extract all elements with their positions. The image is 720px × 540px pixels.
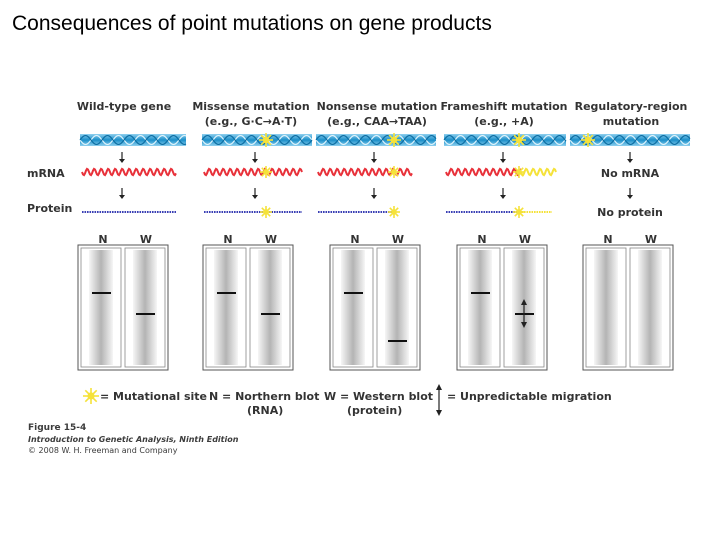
legend-northern-line2: (RNA) [247, 404, 283, 417]
col-header-frameshift: Frameshift mutation [441, 100, 568, 113]
row-label-protein: Protein [27, 202, 72, 215]
lane-label-w-missense: W [265, 233, 277, 246]
blot-panel-regulatory [582, 244, 674, 371]
col-header-regulatory: Regulatory-region [575, 100, 688, 113]
mutation-star-dna-nonsense [387, 133, 401, 147]
caption-copyright: © 2008 W. H. Freeman and Company [28, 446, 178, 455]
dna-segment-nonsense [315, 134, 437, 146]
northern-lane-regulatory [594, 250, 618, 365]
unpredictable-migration-icon [436, 384, 442, 416]
dna-segment-frameshift [443, 134, 567, 146]
col-subheader-missense: (e.g., G·C→A·T) [205, 115, 297, 128]
caption-figure-number: Figure 15-4 [28, 423, 87, 433]
arrow-mrna-to-protein-regulatory [627, 188, 633, 199]
legend-western-line1: W = Western blot [324, 390, 433, 403]
mutation-star-mrna-nonsense [388, 166, 400, 178]
mrna-row [81, 166, 557, 178]
no-mrna-text: No mRNA [601, 167, 660, 180]
col-subheader-regulatory: mutation [603, 115, 659, 128]
dna-segment-wildtype [79, 134, 187, 146]
western-lane-regulatory [638, 250, 662, 365]
northern-lane-frameshift [468, 250, 492, 365]
lane-label-n-missense: N [223, 233, 232, 246]
mrna-strand-tail-frameshift [520, 167, 557, 177]
lane-label-n-regulatory: N [603, 233, 612, 246]
protein-row [82, 206, 552, 218]
figure-caption: Figure 15-4 Introduction to Genetic Anal… [28, 423, 238, 456]
col-header-missense: Missense mutation [192, 100, 309, 113]
lane-label-w-regulatory: W [645, 233, 657, 246]
mutation-star-dna-frameshift [512, 133, 526, 147]
blot-panel-frameshift [456, 244, 548, 371]
northern-lane-nonsense [341, 250, 365, 365]
blot-panel-nonsense [329, 244, 421, 371]
northern-band-nonsense [344, 292, 363, 294]
caption-book-title: Introduction to Genetic Analysis, Ninth … [28, 435, 239, 444]
lane-label-n-frameshift: N [477, 233, 486, 246]
arrow-mrna-to-protein-wildtype [119, 188, 125, 199]
lane-label-n-nonsense: N [350, 233, 359, 246]
dna-segment-regulatory [569, 134, 691, 146]
lane-label-n-wildtype: N [98, 233, 107, 246]
no-protein-text: No protein [597, 206, 663, 219]
dna-segment-missense [201, 134, 313, 146]
mutation-star-dna-regulatory [581, 133, 595, 147]
blot-panel-missense [202, 244, 294, 371]
col-subheader-frameshift: (e.g., +A) [474, 115, 534, 128]
northern-lane-missense [214, 250, 238, 365]
blot-panels [77, 244, 674, 371]
mutation-star-protein-frameshift [513, 206, 525, 218]
western-band-nonsense [388, 340, 407, 342]
arrow-mrna-to-protein-missense [252, 188, 258, 199]
mutational-site-icon [83, 388, 99, 404]
slide-title: Consequences of point mutations on gene … [12, 12, 492, 35]
mutation-star-mrna-missense [260, 166, 272, 178]
western-band-missense [261, 313, 280, 315]
arrow-dna-to-mrna-missense [252, 152, 258, 163]
mrna-strand-frameshift [445, 167, 522, 177]
arrow-dna-to-mrna-wildtype [119, 152, 125, 163]
unpredictable-migration-arrow-frameshift [521, 299, 527, 328]
western-lane-wildtype [133, 250, 157, 365]
mrna-strand-wildtype [81, 167, 177, 177]
col-header-wildtype: Wild-type gene [77, 100, 171, 113]
western-band-wildtype [136, 313, 155, 315]
arrow-dna-to-mrna-regulatory [627, 152, 633, 163]
arrow-dna-to-mrna-nonsense [371, 152, 377, 163]
arrow-mrna-to-protein-frameshift [500, 188, 506, 199]
row-label-mrna: mRNA [27, 167, 65, 180]
lane-label-w-nonsense: W [392, 233, 404, 246]
arrows [119, 152, 633, 199]
mutation-star-protein-nonsense [388, 206, 400, 218]
blot-panel-wildtype [77, 244, 169, 371]
arrow-dna-to-mrna-frameshift [500, 152, 506, 163]
legend-western-line2: (protein) [347, 404, 402, 417]
northern-lane-wildtype [89, 250, 113, 365]
col-subheader-nonsense: (e.g., CAA→TAA) [327, 115, 427, 128]
legend-star-shape [83, 388, 99, 404]
legend-migration: = Unpredictable migration [447, 390, 612, 403]
northern-band-wildtype [92, 292, 111, 294]
legend-northern-line1: N = Northern blot [209, 390, 319, 403]
lane-label-w-wildtype: W [140, 233, 152, 246]
western-lane-nonsense [385, 250, 409, 365]
col-header-nonsense: Nonsense mutation [317, 100, 438, 113]
arrow-mrna-to-protein-nonsense [371, 188, 377, 199]
mutation-star-mrna-frameshift [513, 166, 525, 178]
northern-band-frameshift [471, 292, 490, 294]
northern-band-missense [217, 292, 236, 294]
mrna-strand-missense [203, 167, 303, 177]
legend-mutational-site: = Mutational site [100, 390, 207, 403]
dna-row [79, 133, 691, 147]
western-lane-missense [258, 250, 282, 365]
mutation-star-dna-missense [259, 133, 273, 147]
mutation-star-protein-missense [260, 206, 272, 218]
lane-label-w-frameshift: W [519, 233, 531, 246]
